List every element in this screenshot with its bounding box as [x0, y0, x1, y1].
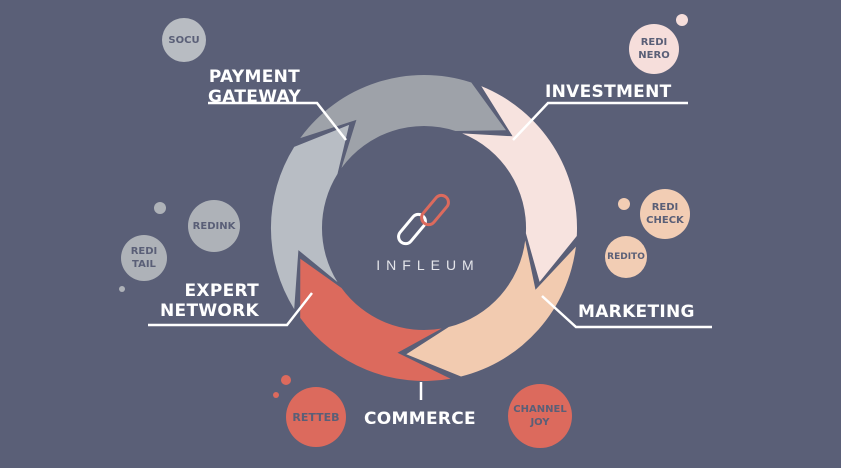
- cycle-ring: [270, 75, 578, 382]
- bubble-redito: REDITO: [605, 236, 647, 278]
- bubble-label: REDI CHECK: [646, 201, 684, 227]
- decor-dot: [273, 392, 279, 398]
- chain-link-icon: [397, 193, 450, 246]
- bubble-retteb: RETTEB: [286, 387, 346, 447]
- ring-segment-commerce: [300, 258, 451, 382]
- segment-label-payment-gateway: PAYMENT GATEWAY: [208, 67, 301, 107]
- bubble-label-line: REDI: [651, 202, 679, 213]
- bubble-label: REDI NERO: [638, 36, 669, 62]
- decor-dot: [281, 375, 291, 385]
- label-connectors: [148, 101, 712, 400]
- decor-dot: [154, 202, 166, 214]
- segment-label-line: NETWORK: [160, 301, 260, 321]
- bubble-label: REDI TAIL: [131, 245, 158, 271]
- bubble-label-line: REDI: [130, 246, 158, 257]
- bubble-redi-nero: REDI NERO: [629, 24, 679, 74]
- decor-dot: [618, 198, 630, 210]
- segment-label-line: PAYMENT: [208, 67, 301, 87]
- ring-segment-payment-gateway: [300, 75, 506, 168]
- bubble-label-line: CHANNEL: [513, 404, 567, 415]
- segment-label-line: EXPERT: [184, 281, 260, 301]
- decorative-dots: [119, 14, 688, 398]
- ring-segment-investment: [462, 86, 578, 282]
- segment-label-commerce: COMMERCE: [364, 409, 476, 429]
- bubble-label-line: REDITO: [607, 251, 645, 262]
- connector-expert-network: [148, 292, 313, 327]
- segment-label-expert-network: EXPERT NETWORK: [160, 281, 259, 321]
- bubble-redi-tail: REDI TAIL: [121, 235, 167, 281]
- ring-segment-expert-network: [270, 124, 350, 310]
- bubble-redink: REDINK: [188, 200, 240, 252]
- chain-link-part: [420, 193, 450, 227]
- bubble-label-line: REDI: [640, 37, 668, 48]
- connector-marketing: [541, 295, 712, 329]
- bubble-label: REDITO: [607, 251, 645, 264]
- brand-name: INFLEUM: [376, 257, 480, 273]
- bubble-label-line: REDINK: [192, 220, 236, 232]
- bubble-channel-joy: CHANNEL JOY: [508, 384, 572, 448]
- bubble-redi-check: REDI CHECK: [640, 189, 690, 239]
- bubble-label: SOCU: [168, 34, 199, 47]
- bubble-socu: SOCU: [162, 18, 206, 62]
- chain-link-part: [397, 212, 427, 246]
- decor-dot: [676, 14, 688, 26]
- bubble-label: REDINK: [193, 220, 236, 233]
- segment-label-marketing: MARKETING: [578, 302, 695, 322]
- segment-label-investment: INVESTMENT: [545, 82, 672, 102]
- bubble-label-line: SOCU: [168, 34, 200, 46]
- bubble-label-line: NERO: [638, 50, 670, 61]
- bubble-label: CHANNEL JOY: [513, 403, 566, 429]
- bubble-label: RETTEB: [292, 411, 339, 424]
- connector-payment-gateway: [208, 101, 347, 141]
- bubble-label-line: CHECK: [646, 215, 684, 226]
- connector-investment: [512, 101, 688, 141]
- segment-label-line: GATEWAY: [208, 87, 301, 107]
- bubble-label-line: RETTEB: [292, 410, 340, 424]
- bubble-label-line: TAIL: [132, 259, 156, 270]
- ring-segment-marketing: [406, 240, 576, 377]
- bubble-label-line: JOY: [530, 417, 550, 428]
- decor-dot: [119, 286, 125, 292]
